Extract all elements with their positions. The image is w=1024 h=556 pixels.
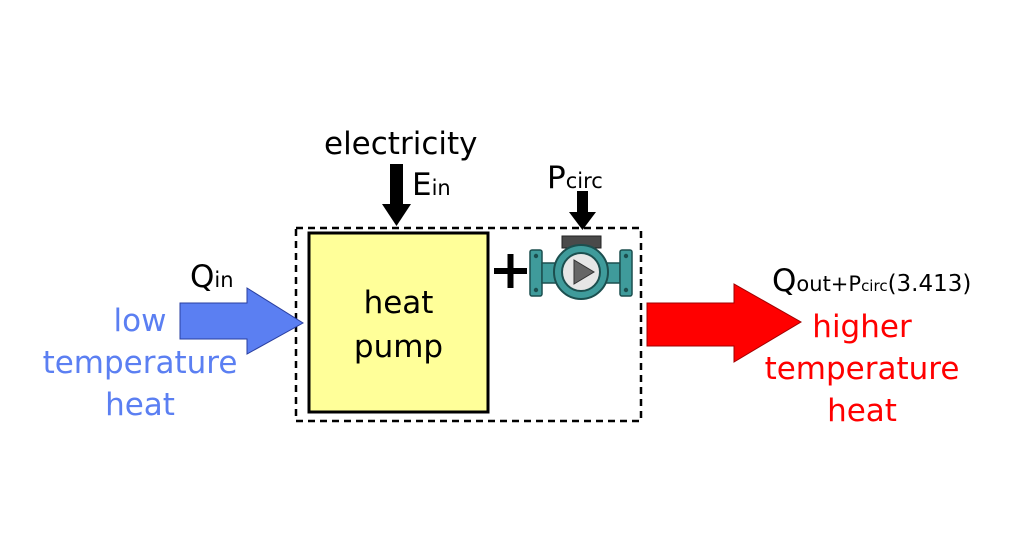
output-line-1: higher bbox=[812, 309, 912, 345]
q-in-label: Qin bbox=[190, 262, 234, 293]
output-heat-arrow bbox=[646, 283, 802, 363]
system-boundary bbox=[294, 226, 643, 423]
q-out-subscript-circ: circ bbox=[861, 277, 888, 295]
down-arrow-icon bbox=[569, 191, 596, 230]
source-line-3: heat bbox=[105, 387, 175, 423]
q-out-factor: (3.413) bbox=[887, 271, 972, 297]
q-in-symbol: Q bbox=[190, 259, 215, 295]
e-in-label: Ein bbox=[412, 170, 451, 201]
p-symbol: P bbox=[547, 160, 566, 196]
circulator-pump-icon bbox=[529, 235, 633, 300]
q-out-label: Qout+Pcirc(3.413) bbox=[772, 266, 971, 297]
e-subscript: in bbox=[431, 176, 451, 200]
output-line-3: heat bbox=[827, 393, 897, 429]
source-line-1: low bbox=[113, 303, 167, 339]
output-line-2: temperature bbox=[764, 351, 960, 387]
heat-pump-box bbox=[307, 231, 490, 414]
p-subscript: circ bbox=[565, 169, 603, 193]
heat-pump-line-2: pump bbox=[353, 329, 444, 365]
higher-temperature-heat-label: higher temperature heat bbox=[758, 306, 966, 432]
electricity-label: electricity bbox=[324, 126, 478, 162]
q-out-symbol: Q bbox=[772, 263, 797, 299]
input-heat-arrow bbox=[179, 287, 304, 355]
heat-pump-line-1: heat bbox=[363, 285, 434, 321]
low-temperature-heat-label: low temperature heat bbox=[36, 300, 244, 426]
e-symbol: E bbox=[412, 167, 432, 203]
plus-icon bbox=[494, 254, 527, 288]
q-out-subscript: out+P bbox=[796, 272, 862, 296]
heat-pump-label: heat pump bbox=[309, 281, 488, 369]
source-line-2: temperature bbox=[42, 345, 238, 381]
p-circ-label: Pcirc bbox=[547, 163, 603, 194]
q-in-subscript: in bbox=[214, 268, 234, 292]
down-arrow-icon bbox=[382, 164, 411, 226]
